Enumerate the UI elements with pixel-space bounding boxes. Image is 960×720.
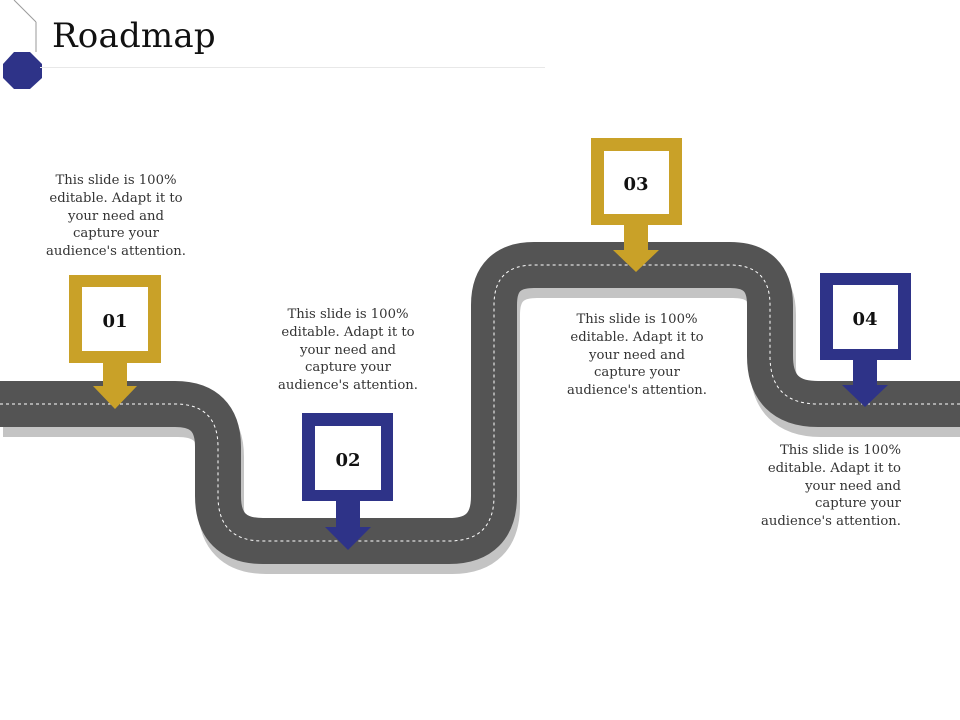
step-04-description: This slide is 100% editable. Adapt it to… (761, 443, 901, 530)
marker-04-stem (853, 359, 877, 386)
marker-04-card (833, 285, 898, 349)
page-title: Roadmap (52, 16, 216, 56)
octagon-icon (3, 52, 42, 89)
marker-02-card (315, 426, 381, 490)
marker-04-arrow (842, 385, 888, 407)
marker-03-stem (624, 224, 648, 251)
marker-02-stem (336, 500, 360, 528)
marker-02-number: 02 (335, 450, 360, 471)
marker-01-number: 01 (102, 311, 127, 332)
marker-02-arrow (325, 527, 371, 550)
marker-01-card (82, 287, 148, 351)
step-01-description: This slide is 100% editable. Adapt it to… (46, 173, 186, 260)
marker-01-arrow (93, 386, 137, 409)
road (0, 242, 960, 574)
marker-04: 04 (820, 273, 911, 407)
step-02-description: This slide is 100% editable. Adapt it to… (278, 307, 418, 394)
marker-03-number: 03 (623, 174, 648, 195)
title-divider (40, 67, 545, 68)
marker-01: 01 (69, 275, 161, 409)
marker-04-number: 04 (852, 309, 877, 330)
step-03-description: This slide is 100% editable. Adapt it to… (567, 312, 707, 399)
marker-02: 02 (302, 413, 393, 550)
road-center-line (0, 264, 960, 542)
marker-03-card (604, 151, 669, 214)
marker-01-stem (103, 362, 127, 387)
marker-03: 03 (591, 138, 682, 272)
marker-03-arrow (613, 250, 659, 272)
corner-line (13, 0, 37, 23)
